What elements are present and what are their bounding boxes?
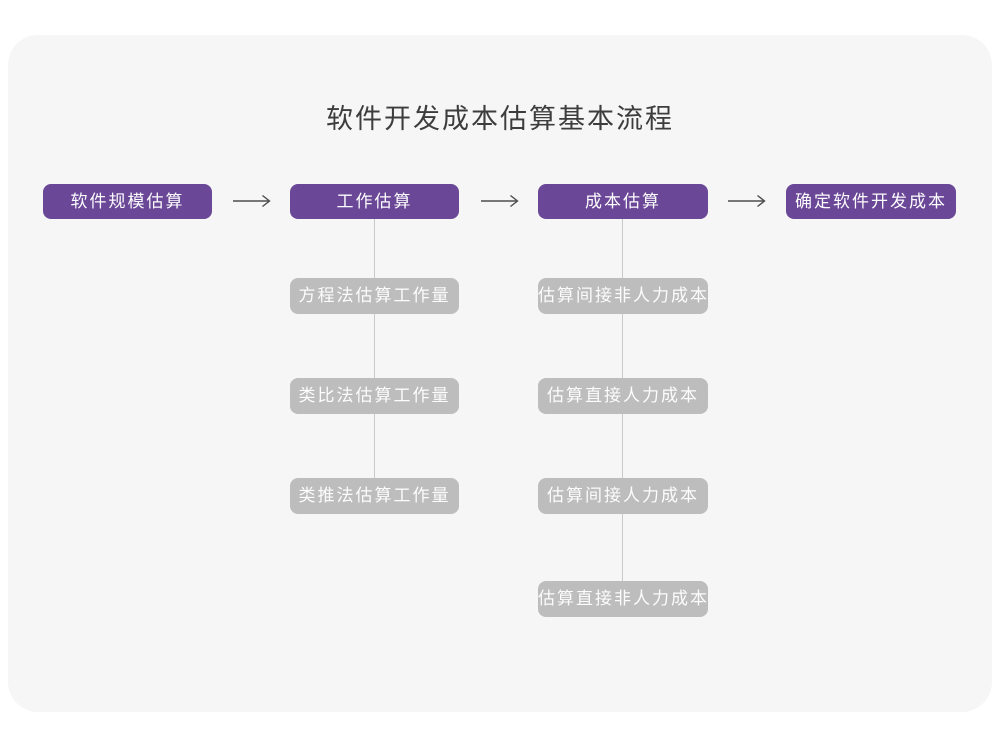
subnode-indirect-labor-cost: 估算间接人力成本 bbox=[538, 478, 708, 514]
arrow-right-icon bbox=[481, 194, 519, 208]
flowchart-card: 软件开发成本估算基本流程 bbox=[8, 35, 992, 712]
page-title: 软件开发成本估算基本流程 bbox=[326, 104, 674, 134]
subnode-direct-labor-cost: 估算直接人力成本 bbox=[538, 378, 708, 414]
arrow-right-icon bbox=[233, 194, 271, 208]
node-software-scale-estimation: 软件规模估算 bbox=[43, 184, 212, 219]
connector-work-column bbox=[374, 219, 375, 497]
node-determine-development-cost: 确定软件开发成本 bbox=[786, 184, 956, 219]
node-cost-estimation: 成本估算 bbox=[538, 184, 708, 219]
subnode-analogy-method-workload: 类比法估算工作量 bbox=[290, 378, 459, 414]
subnode-indirect-non-labor-cost: 估算间接非人力成本 bbox=[538, 278, 708, 314]
node-work-estimation: 工作估算 bbox=[290, 184, 459, 219]
subnode-extrapolation-method-workload: 类推法估算工作量 bbox=[290, 478, 459, 514]
arrow-right-icon bbox=[728, 194, 766, 208]
subnode-equation-method-workload: 方程法估算工作量 bbox=[290, 278, 459, 314]
subnode-direct-non-labor-cost: 估算直接非人力成本 bbox=[538, 581, 708, 617]
